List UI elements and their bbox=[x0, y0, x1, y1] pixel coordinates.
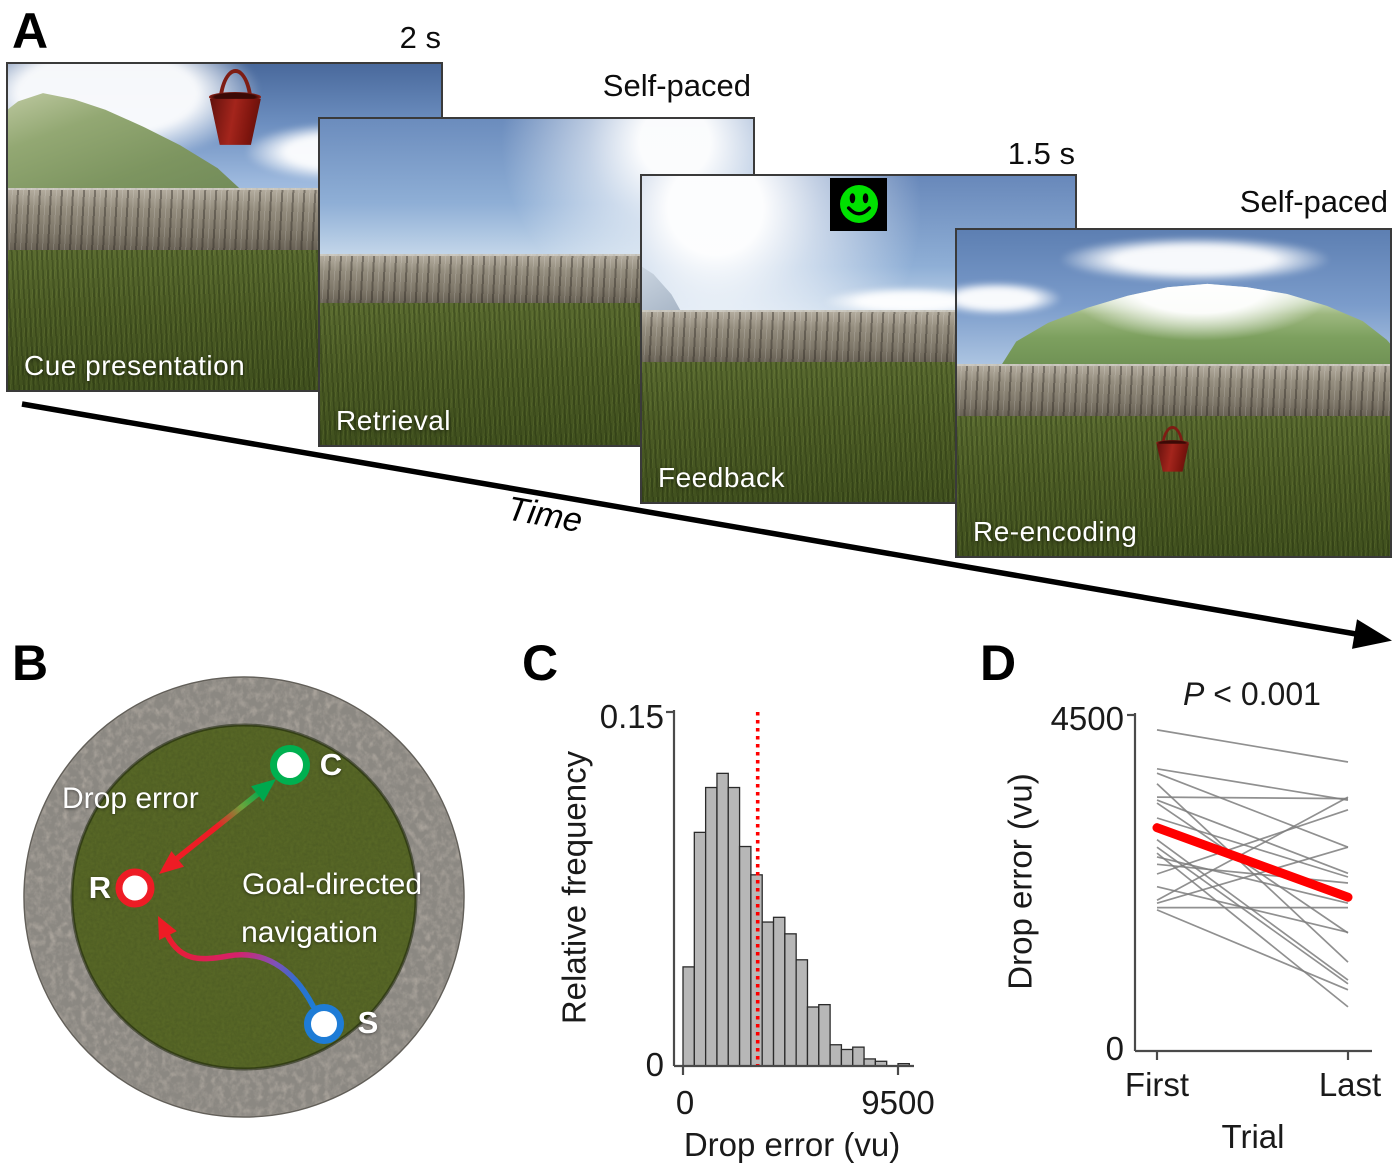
frame1-phase-label: Cue presentation bbox=[24, 350, 246, 381]
time-arrowhead-icon bbox=[1352, 619, 1392, 649]
hist-y-axis-title: Relative frequency bbox=[555, 750, 593, 1025]
placed-bucket-icon bbox=[1156, 425, 1190, 472]
p-value-text: < 0.001 bbox=[1204, 676, 1321, 712]
histogram-panel-c bbox=[666, 710, 914, 1075]
pairs-y-tick-max: 4500 bbox=[1050, 700, 1124, 737]
p-value-annotation: P < 0.001 bbox=[1132, 678, 1372, 710]
start-location-point bbox=[304, 1004, 344, 1044]
hist-x-axis-title: Drop error (vu) bbox=[683, 1126, 901, 1163]
pairs-y-tick-zero: 0 bbox=[1105, 1030, 1124, 1067]
red-arrowhead-icon bbox=[158, 916, 177, 941]
frame1-duration-label: 2 s bbox=[399, 20, 441, 55]
panel-d-letter: D bbox=[980, 635, 1017, 691]
frame4-phase-label: Re-encoding bbox=[973, 516, 1138, 547]
drop-error-annotation: Drop error bbox=[62, 782, 199, 815]
point-r-label: R bbox=[88, 869, 112, 905]
panel-a-letter: A bbox=[12, 3, 49, 59]
point-s-label: S bbox=[357, 1004, 379, 1040]
smiley-face-icon bbox=[839, 185, 878, 224]
pairs-x-tick-last: Last bbox=[1318, 1066, 1382, 1103]
frame3-duration-label: 1.5 s bbox=[1007, 136, 1075, 171]
frame2-phase-label: Retrieval bbox=[336, 405, 451, 436]
bucket-rim bbox=[209, 92, 262, 103]
hist-y-tick-zero: 0 bbox=[645, 1046, 664, 1083]
response-location-point bbox=[115, 868, 155, 908]
pairs-x-axis-title: Trial bbox=[1221, 1118, 1285, 1155]
goal-directed-annotation-line1: Goal-directed bbox=[241, 868, 423, 901]
cue-bucket-icon bbox=[209, 68, 262, 145]
red-arrowhead-icon bbox=[159, 851, 184, 874]
frame4-duration-label: Self-paced bbox=[1239, 184, 1388, 219]
green-arrowhead-icon bbox=[251, 779, 276, 802]
cue-location-point bbox=[270, 745, 310, 785]
goal-directed-annotation-line2: navigation bbox=[241, 916, 378, 949]
trial-frame-re-encoding: Re-encoding bbox=[955, 228, 1392, 558]
stone-wall bbox=[957, 363, 1390, 421]
pairs-y-axis-title: Drop error (vu) bbox=[1001, 773, 1039, 990]
frame2-duration-label: Self-paced bbox=[602, 68, 751, 103]
panel-b-letter: B bbox=[12, 635, 49, 691]
frame3-phase-label: Feedback bbox=[658, 462, 785, 493]
p-symbol: P bbox=[1183, 676, 1205, 712]
paired-lines-panel-d bbox=[1127, 713, 1372, 1060]
hist-y-tick-max: 0.15 bbox=[599, 698, 664, 735]
hist-x-tick-zero: 0 bbox=[675, 1084, 695, 1121]
point-c-label: C bbox=[319, 746, 343, 782]
cloud bbox=[1060, 236, 1330, 283]
hist-x-tick-9500: 9500 bbox=[861, 1084, 935, 1121]
bucket-body bbox=[209, 98, 261, 145]
bucket-body bbox=[1156, 443, 1189, 472]
cloud bbox=[957, 282, 1061, 315]
time-axis-label: Time bbox=[504, 489, 586, 541]
feedback-smiley-box bbox=[830, 177, 888, 231]
panel-c-letter: C bbox=[522, 635, 559, 691]
pairs-x-tick-first: First bbox=[1124, 1066, 1190, 1103]
